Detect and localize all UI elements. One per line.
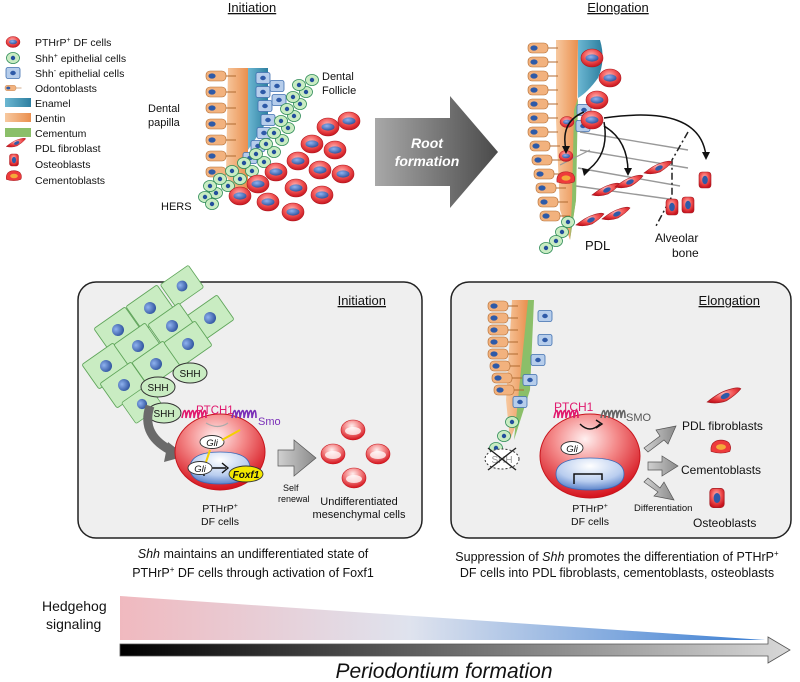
legend-label: PTHrP+ DF cells: [35, 37, 111, 49]
root-formation-arrow: Root formation: [375, 96, 498, 208]
pthrp-elong-label: PTHrP+: [572, 503, 608, 515]
smo-label: Smo: [258, 416, 281, 428]
elong-enamel: [578, 40, 603, 98]
osteoblast-panel-icon: [709, 487, 725, 509]
initiation-caption: Shh maintains an undifferentiated state …: [132, 547, 374, 581]
legend: PTHrP+ DF cells Shh+ epithelial cells Sh…: [4, 36, 126, 187]
osteoblasts-label: Osteoblasts: [693, 516, 756, 530]
hedgehog-label-2: signaling: [46, 616, 101, 632]
elong-cementum: [570, 98, 578, 240]
elongation-caption: Suppression of Shh promotes the differen…: [455, 549, 779, 581]
elongation-tooth-illustration: PDL Alveolar bone: [527, 40, 712, 260]
legend-label: Enamel: [35, 98, 71, 110]
legend-label: Dentin: [35, 113, 66, 125]
pdl-fibroblasts-label: PDL fibroblasts: [682, 419, 763, 433]
ptch1-elong-label: PTCH1: [554, 400, 594, 414]
elongation-top-title: Elongation: [587, 0, 648, 15]
yellow-nuclear-arrow: [205, 449, 211, 463]
differentiation-label: Differentiation: [634, 503, 692, 514]
ptch1-smo-inhibition: [579, 423, 601, 430]
suppressed-shh: SHH: [484, 447, 520, 471]
legend-label: Cementoblasts: [35, 175, 105, 187]
hedgehog-signaling-wedge: [120, 596, 765, 640]
pthrp-elong-label-2: DF cells: [571, 516, 609, 528]
legend-shh-pos-cell-icon: [6, 52, 20, 64]
alveolar-bone-line: [655, 131, 689, 227]
periodontium-arrow: [119, 636, 791, 664]
gli-cytoplasm: [199, 435, 225, 449]
gli-elong: [560, 441, 584, 455]
shh-ligand-label: SHH: [147, 383, 168, 394]
dental-follicle-label: Dental: [322, 71, 354, 83]
pdl-fibers: [559, 131, 689, 201]
gli-elong-label: Gli: [566, 444, 579, 455]
dental-papilla-label: Dental: [148, 103, 180, 115]
legend-enamel-swatch: [5, 98, 31, 107]
pthrp-df-cell-elongation: [539, 413, 641, 499]
pthrp-df-cells-label-2: DF cells: [201, 516, 239, 528]
elongation-panel: Elongation SHH: [450, 281, 792, 539]
arrow-heads: [562, 146, 710, 176]
legend-label: Odontoblasts: [35, 83, 97, 95]
gli-cytoplasm-label: Gli: [206, 438, 219, 449]
undifferentiated-label-2: mesenchymal cells: [313, 509, 406, 521]
panel-root-strip: [487, 300, 553, 454]
alveolar-bone-label: Alveolar: [655, 231, 698, 245]
initiation-tooth-illustration: Dental papilla Dental Follicle HERS: [148, 68, 361, 222]
self-renewal-label-2: renewal: [278, 494, 310, 504]
legend-cementoblast-icon: [5, 170, 22, 182]
pthrp-df-cells-label: PTHrP+: [202, 503, 238, 515]
periodontium-label: Periodontium formation: [335, 660, 552, 682]
legend-osteoblast-icon: [9, 153, 19, 167]
elongation-panel-box: [450, 281, 792, 539]
shh-ligand-label: SHH: [179, 369, 200, 380]
self-renewal-label: Self: [283, 483, 299, 493]
cementoblasts-label: Cementoblasts: [681, 463, 761, 477]
legend-odontoblast-icon: [4, 84, 22, 92]
foxf1-label: Foxf1: [233, 470, 260, 481]
dental-papilla-label-2: papilla: [148, 117, 181, 129]
differentiation-arrows: [564, 111, 707, 173]
elongation-panel-title: Elongation: [699, 293, 760, 308]
root-formation-label: Root: [411, 135, 444, 151]
suppressed-shh-label: SHH: [491, 455, 512, 466]
smo-elong-label: SMO: [626, 412, 652, 424]
legend-label: Cementum: [35, 128, 87, 140]
differentiation-arrows-panel: [643, 425, 679, 501]
cementoblast-panel-icon: [710, 439, 732, 454]
initiation-panel: Initiation SHH SHH SHH: [77, 264, 423, 539]
inhibition-link: [205, 422, 229, 428]
shh-ligand-label: SHH: [153, 409, 174, 420]
initiation-top-title: Initiation: [228, 0, 276, 15]
alveolar-bone-label-2: bone: [672, 246, 699, 260]
hedgehog-label: Hedgehog: [42, 598, 107, 614]
undifferentiated-label: Undifferentiated: [320, 496, 397, 508]
dental-follicle-label-2: Follicle: [322, 85, 356, 97]
self-renewal-arrow: [277, 439, 317, 477]
inhibition-arrowhead: [595, 419, 604, 429]
legend-shh-neg-cell-icon: [5, 67, 21, 79]
ptch1-label: PTCH1: [196, 405, 234, 417]
legend-dentin-swatch: [5, 113, 31, 122]
yellow-activation-arrow: [221, 429, 241, 441]
root-formation-label-2: formation: [395, 153, 460, 169]
foxf1-gene: [228, 465, 264, 483]
hers-label: HERS: [161, 201, 192, 213]
pdl-label: PDL: [585, 238, 610, 253]
legend-label: Shh- epithelial cells: [35, 68, 124, 80]
gli-nuclear: [187, 461, 213, 475]
initiation-panel-title: Initiation: [338, 293, 386, 308]
legend-label: PDL fibroblast: [35, 143, 101, 155]
legend-label: Shh+ epithelial cells: [35, 53, 126, 65]
legend-cementum-swatch: [5, 128, 31, 137]
elong-cementoblast: [556, 171, 576, 184]
legend-label: Osteoblasts: [35, 159, 90, 171]
shh-ligands: SHH SHH SHH: [140, 362, 208, 424]
legend-pthrp-df-cell-icon: [5, 36, 21, 48]
legend-pdl-fibroblast-icon: [5, 137, 27, 148]
gli-nuclear-label: Gli: [194, 464, 207, 475]
